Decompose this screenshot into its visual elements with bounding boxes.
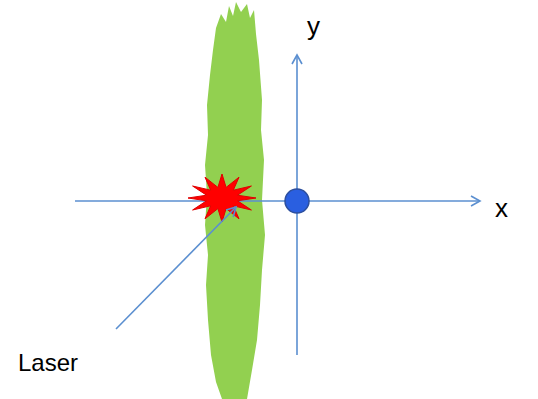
- axis-label: y: [307, 12, 320, 41]
- x-axis: [75, 200, 480, 202]
- laser-arrow: [116, 207, 236, 329]
- callout-label: Laser: [18, 350, 78, 376]
- laser-spot: [188, 174, 256, 222]
- axis-label: x: [495, 194, 508, 223]
- target-atom: [285, 189, 309, 213]
